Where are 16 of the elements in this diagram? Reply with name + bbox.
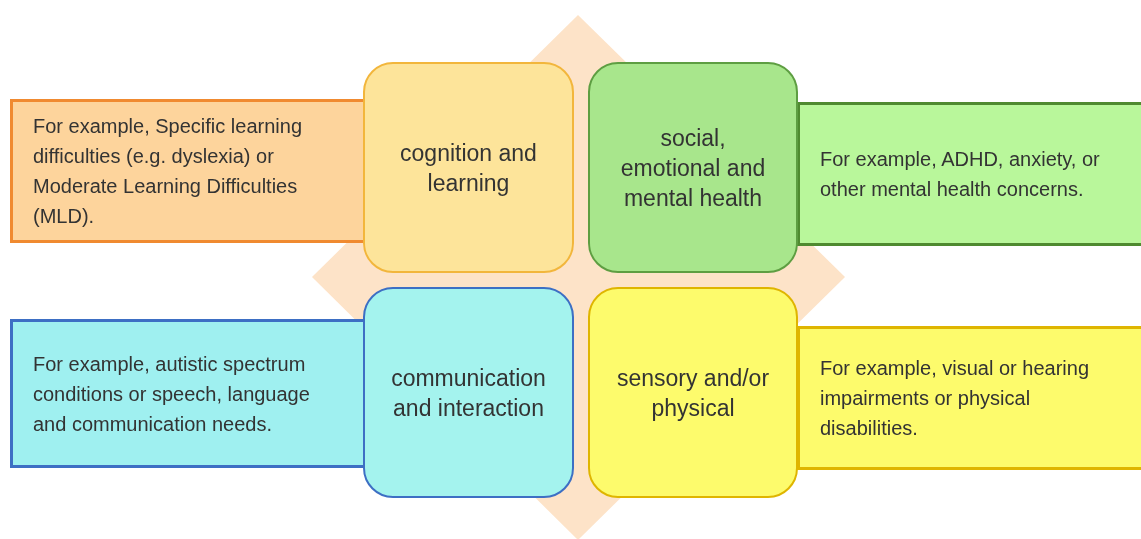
category-label: social, emotional and mental health xyxy=(619,123,767,213)
example-box xyxy=(797,102,1141,246)
example-box xyxy=(797,326,1141,470)
category-label: sensory and/or physical xyxy=(615,363,771,423)
example-text: For example, ADHD, anxiety, or other mental health concerns. xyxy=(820,147,1101,202)
example-box xyxy=(10,99,366,243)
example-box xyxy=(10,319,366,468)
example-text: For example, Specific learning difficulties (e.g. dyslexia) or Moderate Learning Difficulties (MLD). xyxy=(33,114,303,229)
category-label: cognition and learning xyxy=(399,138,538,198)
category-box xyxy=(363,62,574,273)
example-text: For example, autistic spectrum conditions or speech, language and communication needs. xyxy=(33,351,311,437)
category-label: communication and interaction xyxy=(390,363,547,423)
category-box xyxy=(588,287,798,498)
category-box xyxy=(588,62,798,273)
example-text: For example, visual or hearing impairments or physical disabilities. xyxy=(820,356,1090,441)
category-box xyxy=(363,287,574,498)
